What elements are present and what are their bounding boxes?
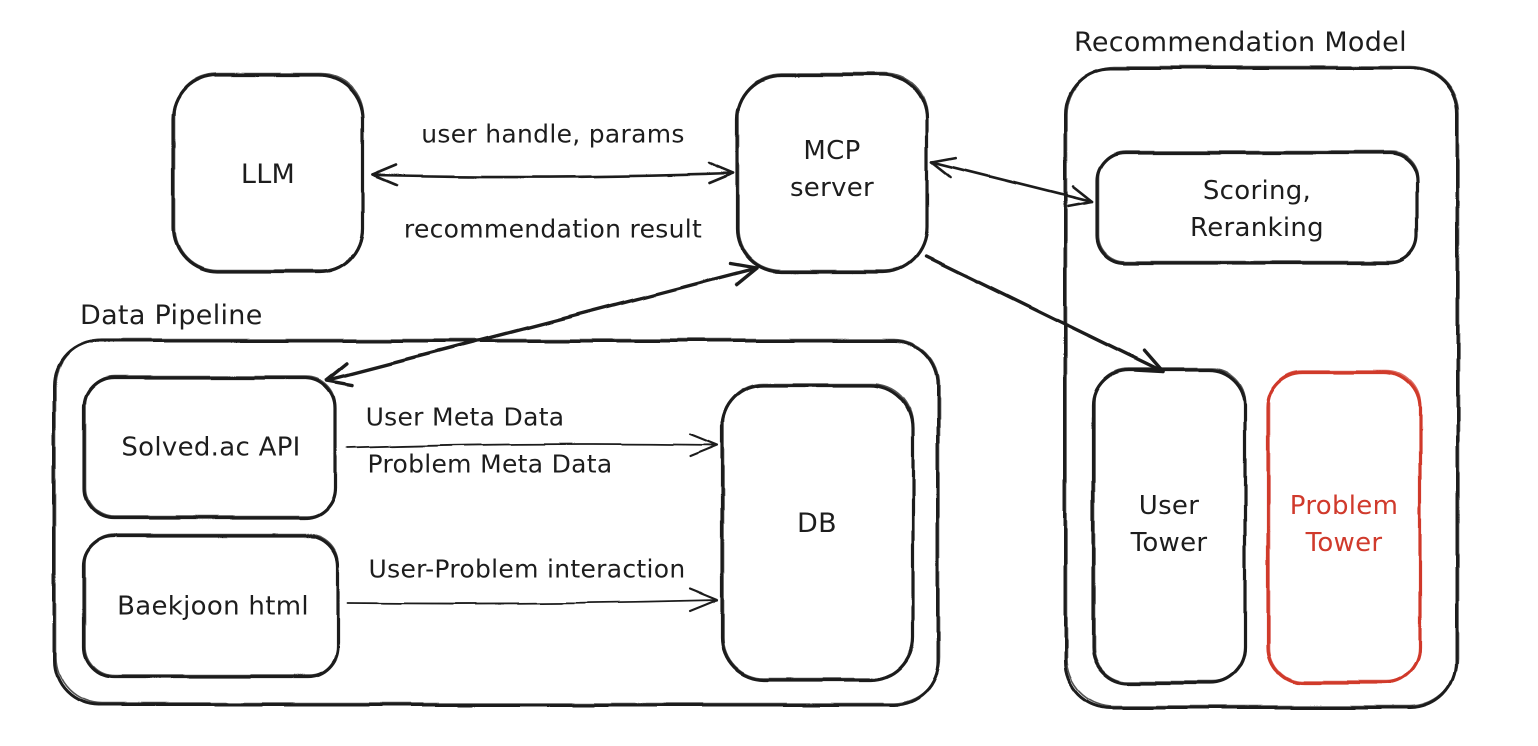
mcp-server-box [735,72,929,274]
problem-tower-box [1266,369,1422,685]
arrow-mcp-user-tower [924,254,1165,374]
data-pipeline-container [52,338,941,707]
arrow-solved-mcp [325,261,759,387]
scoring-reranking-box [1095,150,1419,265]
arrow-llm-mcp [371,161,735,187]
arrow-solved-db [346,432,719,458]
recommendation-model-container [1063,65,1460,710]
solved-ac-api-box [82,375,337,520]
llm-box [171,72,365,274]
arrow-baekjoon-db [347,587,719,613]
arrow-mcp-scoring [930,156,1094,208]
baekjoon-html-box [82,533,340,679]
user-tower-box [1091,367,1247,685]
db-box [720,382,915,682]
